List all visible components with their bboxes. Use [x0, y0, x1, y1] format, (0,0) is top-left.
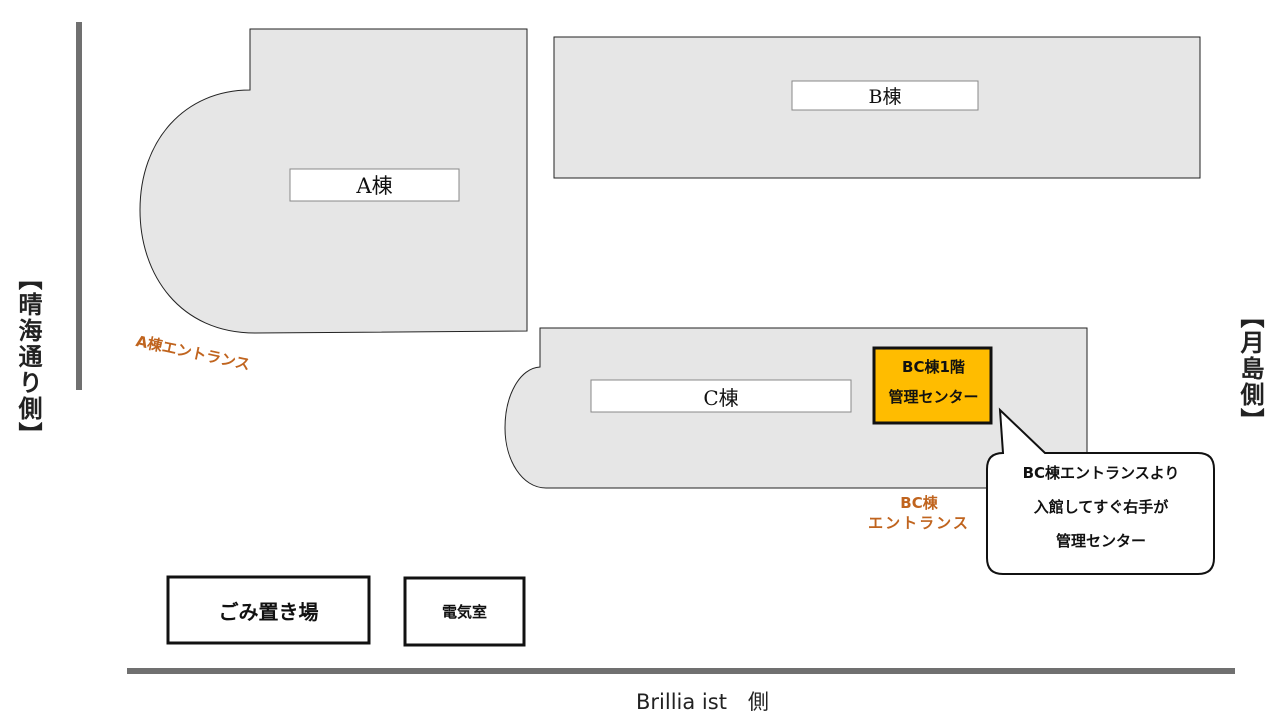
- management-center-box: [872, 346, 993, 425]
- garbage-area-box: [166, 575, 371, 645]
- management-center-label: BC棟1階 管理センター: [875, 352, 992, 412]
- building-b-label: B棟: [868, 86, 902, 108]
- electric-room-label: 電気室: [441, 603, 487, 621]
- entrance-bc-line1: BC棟: [900, 494, 938, 512]
- callout-line1: BC棟エントランスより: [1022, 464, 1180, 482]
- garbage-area-label: ごみ置き場: [218, 599, 319, 624]
- callout-line2: 入館してすぐ右手が: [1033, 498, 1169, 516]
- management-center-line1: BC棟1階: [902, 358, 965, 376]
- callout-line3: 管理センター: [1055, 532, 1146, 550]
- brillia-road-line: [127, 668, 1235, 674]
- entrance-bc-line2: エントランス: [868, 513, 970, 532]
- tsukishima-side-label: 【月島側】: [1236, 304, 1265, 434]
- building-a-label-box: [289, 168, 460, 202]
- building-a-label: A棟: [356, 174, 393, 198]
- management-center-line2: 管理センター: [888, 388, 979, 406]
- building-c-label: C棟: [703, 385, 739, 410]
- building-c-label-box: [590, 379, 852, 413]
- brillia-side-label: Brillia ist 側: [636, 690, 769, 714]
- building-b-label-box: [791, 80, 979, 111]
- callout-bubble: [986, 407, 1215, 575]
- callout-text: BC棟エントランスより 入館してすぐ右手が 管理センター: [990, 456, 1212, 558]
- harumi-side-label: 【晴海通り側】: [14, 266, 43, 448]
- harumi-road-line: [76, 22, 82, 390]
- entrance-bc-label: BC棟 エントランス: [860, 494, 978, 533]
- electric-room-box: [403, 576, 526, 647]
